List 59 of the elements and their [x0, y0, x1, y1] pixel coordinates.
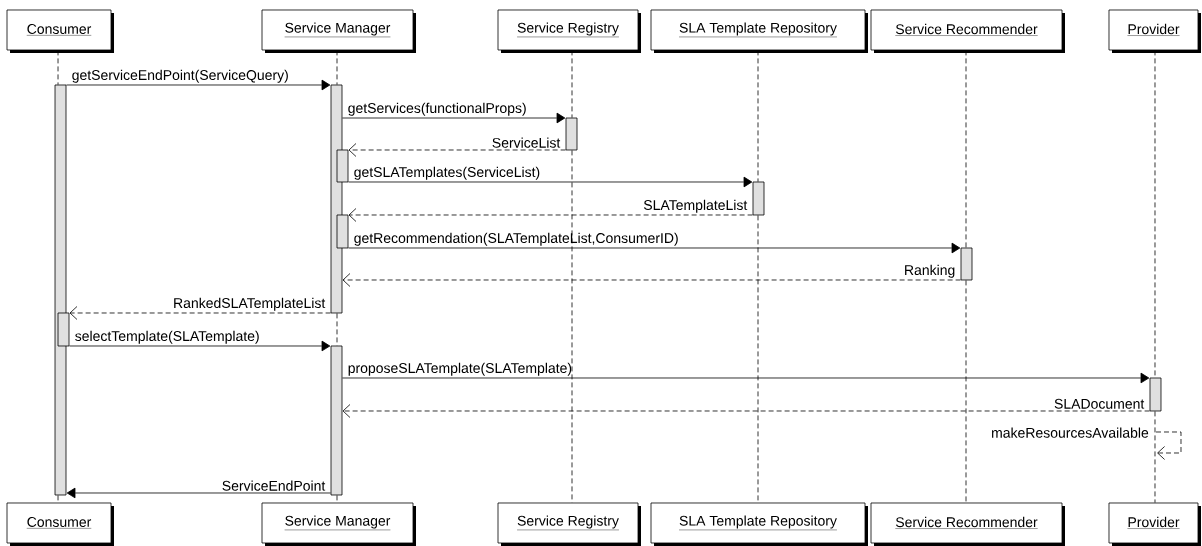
message-label: getSLATemplates(ServiceList): [354, 166, 540, 180]
lifeline: [57, 495, 59, 503]
message-label: RankedSLATemplateList: [174, 297, 326, 311]
activation-bar: [565, 117, 578, 151]
message-arrow: [342, 273, 961, 287]
lifeline: [965, 280, 967, 503]
activation-bar: [336, 149, 349, 183]
message-arrow: [66, 487, 331, 499]
message-label: SLATemplateList: [643, 199, 748, 213]
lifeline: [336, 495, 338, 503]
participant-box: Provider: [1108, 502, 1201, 546]
message-label: ServiceList: [492, 137, 561, 148]
lifeline: [57, 50, 59, 85]
message-label: getServices(functionalProps): [348, 102, 526, 116]
message-label: selectTemplate(SLATemplate): [75, 330, 259, 344]
message-arrow: [348, 143, 566, 157]
message-arrow: [66, 79, 331, 91]
activation-bar: [960, 247, 973, 281]
message-arrow: [348, 208, 753, 222]
lifeline: [336, 313, 338, 346]
message-label: proposeSLATemplate(SLATemplate): [348, 362, 572, 376]
message-arrow: [348, 242, 961, 254]
message-label: Ranking: [905, 264, 955, 278]
lifeline: [336, 50, 338, 85]
participant-box: Service Manager: [261, 502, 416, 546]
message-arrow: [348, 176, 753, 188]
message-arrow: [69, 306, 331, 320]
activation-bar: [336, 214, 349, 249]
participant-box: Consumer: [6, 502, 114, 546]
activation-bar: [54, 84, 67, 496]
participant-box: Service Registry: [497, 9, 641, 53]
activation-bar: [330, 345, 343, 496]
message-arrow: [342, 372, 1150, 384]
participant-box: SLA Template Repository: [650, 502, 868, 546]
lifeline: [757, 50, 759, 182]
message-label: makeResourcesAvailable: [992, 427, 1149, 438]
participant-box: Consumer: [6, 9, 114, 53]
message-label: ServiceEndPoint: [222, 480, 326, 491]
activation-bar: [1149, 377, 1162, 412]
participant-box: Service Recommender: [870, 9, 1065, 53]
message-arrow: [342, 404, 1150, 418]
participant-box: SLA Template Repository: [650, 9, 868, 53]
lifeline: [965, 50, 967, 248]
activation-bar: [57, 312, 70, 347]
activation-bar: [752, 181, 765, 216]
participant-box: Service Manager: [261, 9, 416, 53]
lifeline: [571, 50, 573, 118]
lifeline: [757, 215, 759, 503]
message-label: getRecommendation(SLATemplateList,ConsumerID): [354, 232, 678, 246]
lifeline: [1154, 50, 1156, 378]
message-label: getServiceEndPoint(ServiceQuery): [72, 69, 288, 83]
participant-box: Service Registry: [497, 502, 641, 546]
message-arrow: [342, 112, 566, 124]
lifeline: [571, 150, 573, 503]
participant-box: Service Recommender: [870, 502, 1065, 546]
message-arrow: [69, 340, 331, 352]
message-label: SLADocument: [1054, 398, 1145, 409]
lifeline: [1154, 411, 1156, 503]
participant-box: Provider: [1108, 9, 1201, 53]
